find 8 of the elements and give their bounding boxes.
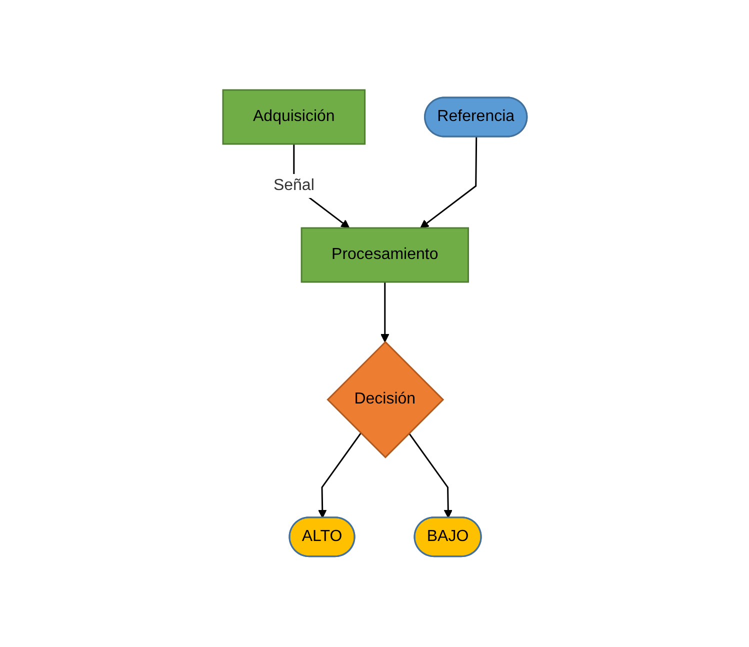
arrow <box>408 433 452 519</box>
arrow <box>380 282 389 343</box>
arrow <box>420 137 477 229</box>
node-diamond: Decisión <box>326 341 444 459</box>
node-box: Procesamiento <box>300 228 469 284</box>
node-box: Adquisición <box>222 90 366 146</box>
edge-label: Señal <box>272 177 314 194</box>
arrow <box>318 433 361 519</box>
